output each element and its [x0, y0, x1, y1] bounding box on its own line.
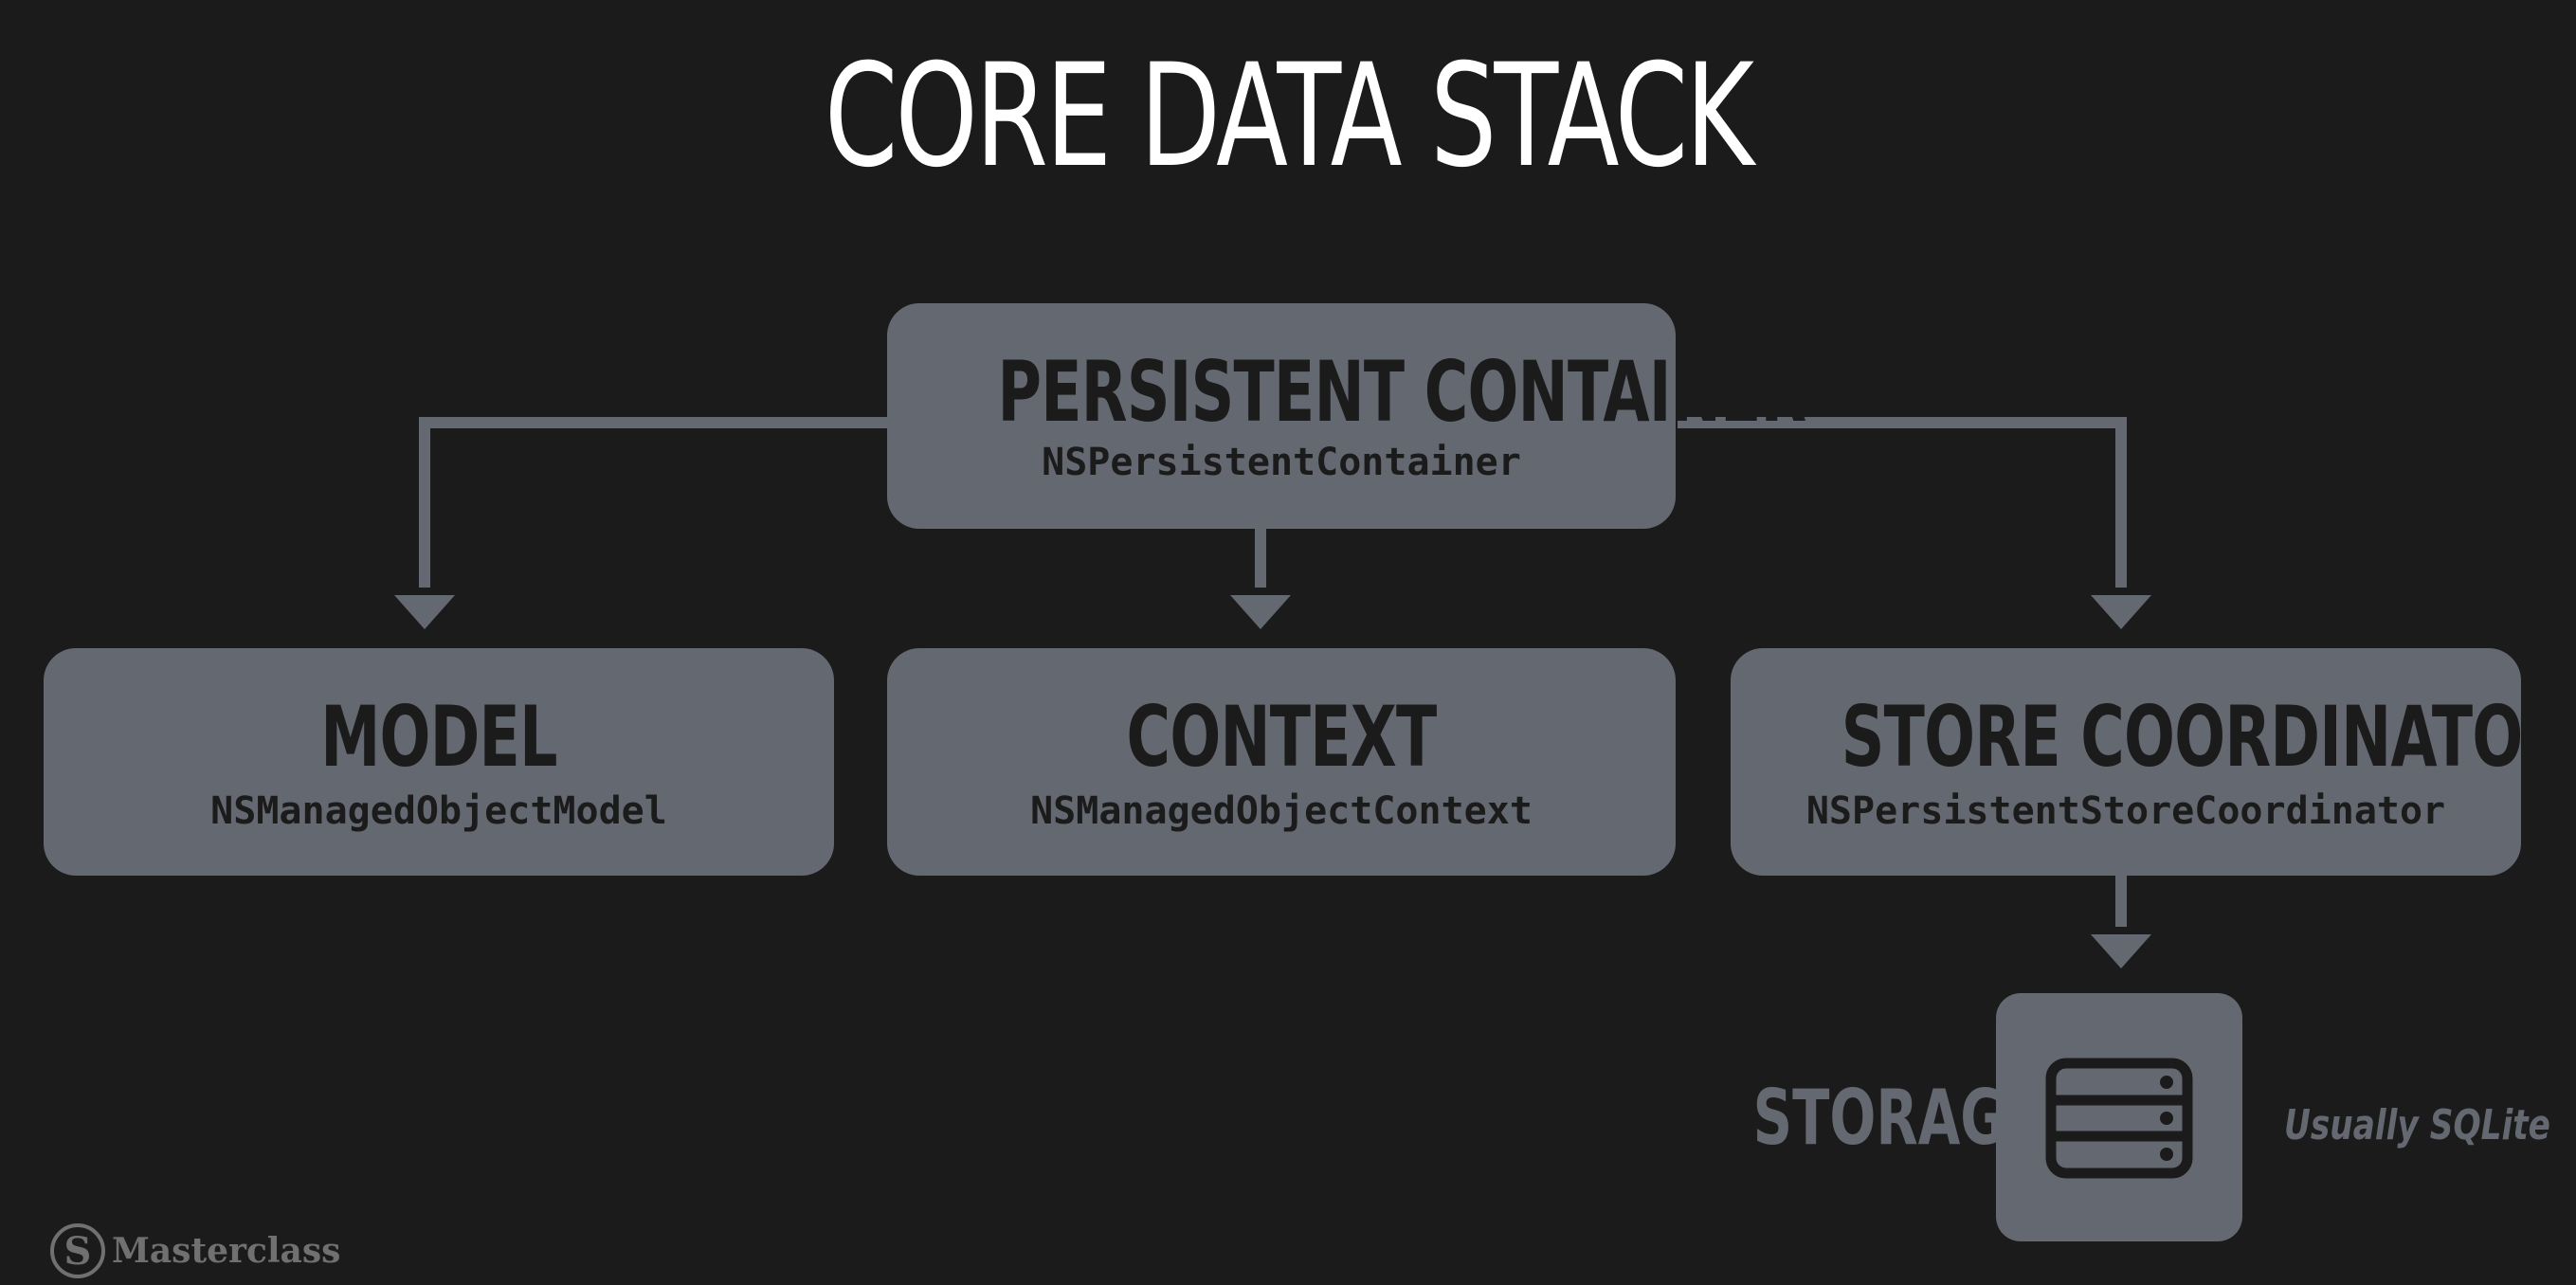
storage-note: Usually SQLite: [2284, 1101, 2550, 1149]
context-box: CONTEXT NSManagedObjectContext: [887, 648, 1676, 876]
store-coordinator-class: NSPersistentStoreCoordinator: [1805, 789, 2446, 833]
store-coordinator-title: STORE COORDINATOR: [1841, 688, 2569, 786]
brand-watermark: S Masterclass: [49, 1222, 340, 1279]
svg-text:S: S: [64, 1229, 92, 1274]
persistent-container-title: PERSISTENT CONTAINER: [997, 343, 1806, 441]
model-class: NSManagedObjectModel: [210, 789, 667, 833]
connector-to-model: [419, 417, 891, 588]
brand-name: Masterclass: [112, 1231, 341, 1271]
slide-title: CORE DATA STACK: [824, 34, 1754, 199]
context-title: CONTEXT: [1126, 688, 1438, 786]
arrowhead-context: [1230, 595, 1291, 629]
storage-label: STORAGE: [1752, 1074, 2042, 1162]
swiftful-logo-icon: S: [50, 1223, 105, 1278]
arrowhead-store-coordinator: [2091, 595, 2151, 629]
model-box: MODEL NSManagedObjectModel: [44, 648, 834, 876]
connector-to-store-coordinator: [1678, 417, 2127, 588]
context-class: NSManagedObjectContext: [1030, 789, 1533, 833]
arrowhead-storage: [2091, 934, 2151, 968]
storage-box: [1996, 993, 2242, 1241]
persistent-container-class: NSPersistentContainer: [1042, 441, 1521, 484]
database-server-icon: [2045, 1058, 2193, 1179]
model-title: MODEL: [320, 688, 557, 786]
store-coordinator-box: STORE COORDINATOR NSPersistentStoreCoord…: [1731, 648, 2569, 876]
arrowhead-model: [394, 595, 455, 629]
persistent-container-box: PERSISTENT CONTAINER NSPersistentContain…: [887, 303, 1806, 529]
